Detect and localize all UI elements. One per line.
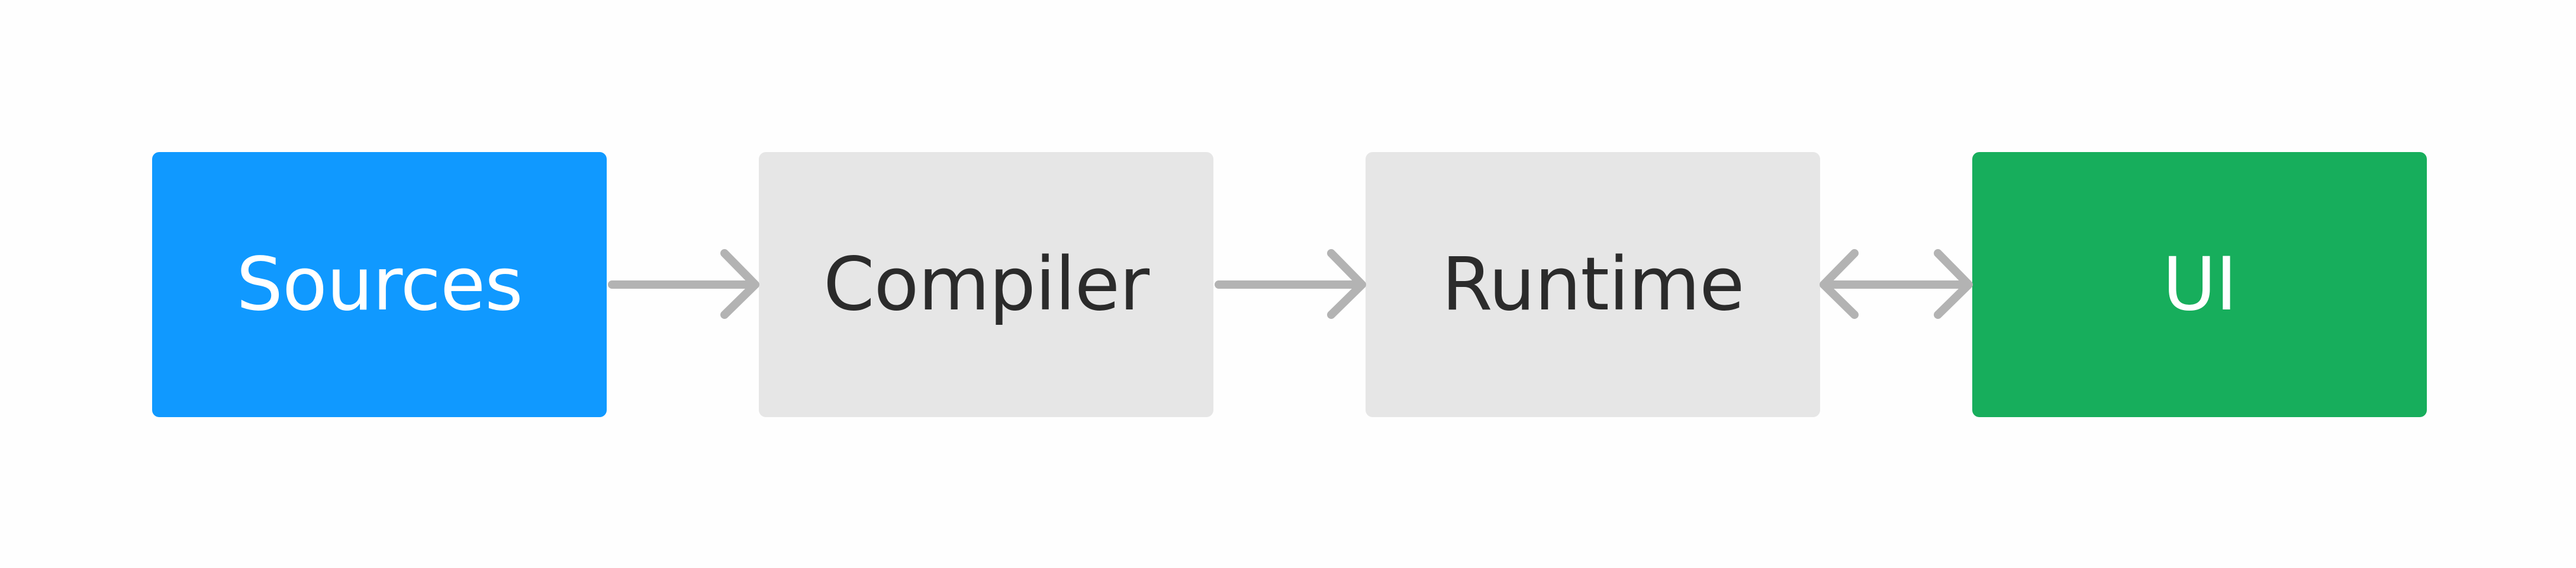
node-sources-label: Sources — [236, 242, 523, 327]
node-ui-label: UI — [2162, 242, 2237, 327]
node-compiler-label: Compiler — [823, 242, 1149, 327]
node-sources: Sources — [152, 152, 607, 417]
edge-sources-compiler — [608, 249, 759, 319]
arrowhead-left-icon — [1820, 249, 1859, 319]
node-runtime: Runtime — [1366, 152, 1820, 417]
edge-compiler-runtime — [1215, 249, 1366, 319]
arrowhead-right-icon — [720, 249, 759, 319]
edge-runtime-ui — [1820, 249, 1973, 319]
node-compiler: Compiler — [759, 152, 1213, 417]
arrowhead-right-icon — [1327, 249, 1366, 319]
node-ui: UI — [1972, 152, 2427, 417]
node-runtime-label: Runtime — [1441, 242, 1745, 327]
arrowhead-right-icon — [1934, 249, 1973, 319]
